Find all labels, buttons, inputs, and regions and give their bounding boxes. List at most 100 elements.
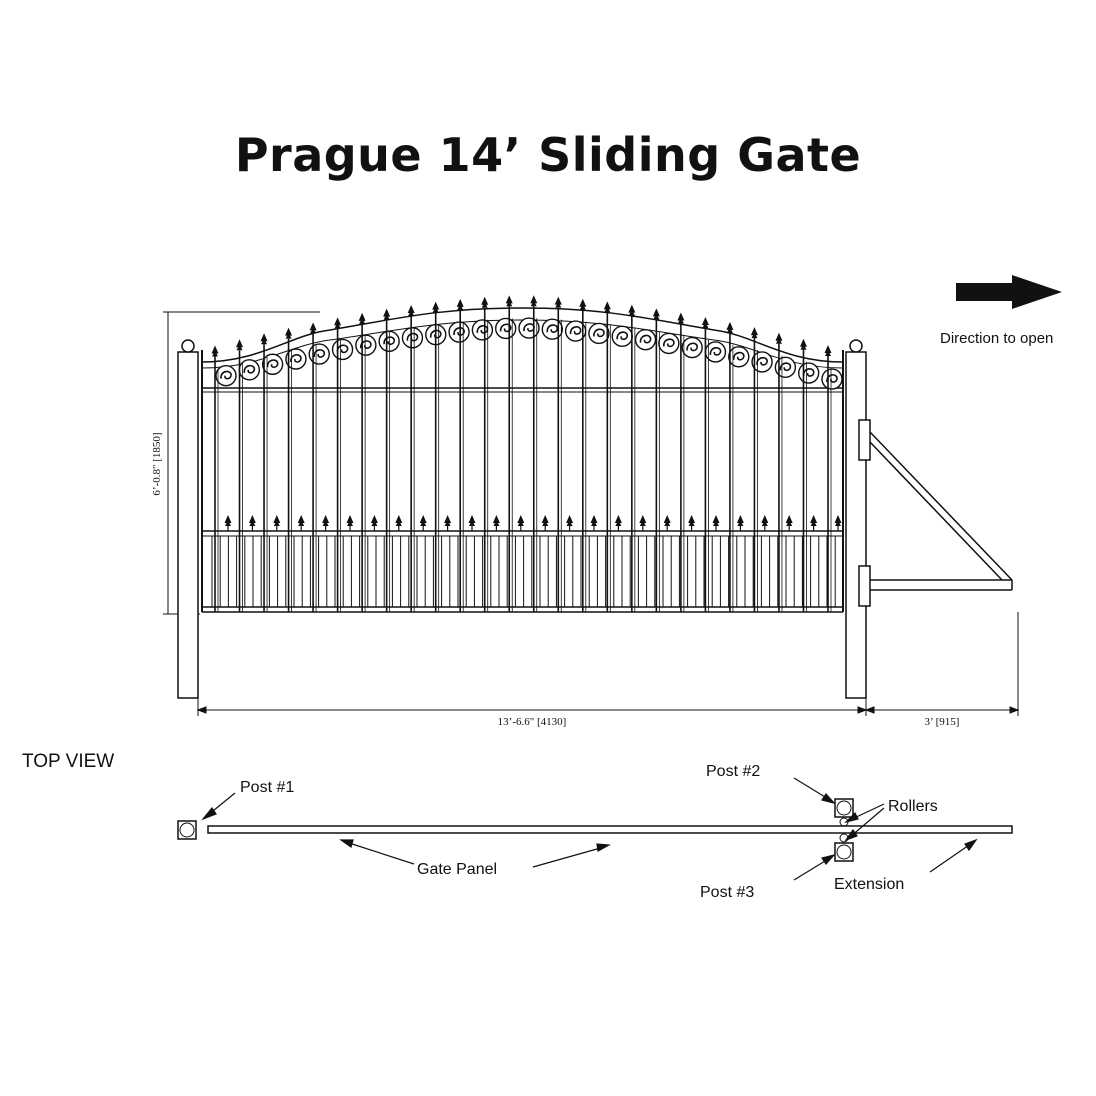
pickets: [211, 295, 832, 612]
short-spear: [639, 515, 647, 526]
scroll-ornament: [331, 338, 354, 361]
short-spear: [297, 515, 305, 526]
short-spear: [395, 515, 403, 526]
short-spear: [761, 515, 769, 526]
scroll-row: [215, 317, 843, 390]
scroll-ornament: [728, 346, 750, 368]
short-spear: [322, 515, 330, 526]
short-spear: [810, 515, 818, 526]
picket-spear: [701, 317, 709, 329]
gate-frame: [201, 307, 844, 613]
picket-spear: [750, 327, 758, 339]
picket-spear: [309, 322, 317, 334]
short-spear: [834, 515, 842, 526]
picket-spear: [334, 317, 342, 329]
post3-square: [834, 842, 854, 862]
short-spear: [541, 515, 549, 526]
picket-spear: [236, 339, 244, 351]
picket-spear: [211, 345, 219, 357]
scroll-ornament: [378, 330, 400, 352]
gate-post-left: [177, 339, 199, 699]
scroll-ornament: [588, 322, 610, 345]
short-spear: [248, 515, 256, 526]
picket-spear: [383, 308, 391, 320]
picket-spear: [677, 312, 685, 324]
picket-spear: [456, 298, 464, 310]
direction-arrow-icon: [956, 275, 1062, 309]
extension-arm: [858, 419, 1013, 607]
short-spear: [736, 515, 744, 526]
callout-arrows: [201, 777, 978, 881]
picket-spear: [407, 304, 415, 316]
short-spear: [468, 515, 476, 526]
short-spear: [370, 515, 378, 526]
gate-post-right: [845, 339, 867, 699]
scroll-ornament: [821, 368, 843, 390]
picket-spear: [285, 327, 293, 339]
picket-spear: [358, 312, 366, 324]
short-spear: [346, 515, 354, 526]
short-spear: [566, 515, 574, 526]
scroll-ornament: [518, 317, 540, 339]
short-spear: [614, 515, 622, 526]
picket-spear: [726, 321, 734, 333]
short-spear: [492, 515, 500, 526]
extension-dim-label: 3’ [915]: [925, 716, 960, 728]
post1-label: Post #1: [240, 779, 294, 796]
scroll-ornament: [611, 325, 633, 348]
short-spear: [785, 515, 793, 526]
short-spear: [273, 515, 281, 526]
picket-spear: [799, 338, 807, 350]
short-spear: [444, 515, 452, 526]
scroll-ornament: [681, 336, 703, 359]
scroll-ornament: [355, 334, 377, 356]
picket-spear: [554, 296, 562, 308]
post1-square: [177, 820, 197, 840]
scroll-ornament: [308, 343, 330, 365]
picket-spear: [530, 295, 538, 307]
gate-panel-label: Gate Panel: [417, 861, 497, 878]
scroll-ornament: [541, 318, 564, 340]
top-view-heading: TOP VIEW: [22, 751, 114, 772]
short-spear: [663, 515, 671, 526]
picket-spear: [824, 345, 832, 357]
height-dim-label: 6’-0.8" [1850]: [151, 432, 163, 495]
scroll-ornament: [658, 332, 680, 355]
scroll-ornament: [471, 319, 494, 341]
picket-spear: [432, 301, 440, 313]
post2-square: [834, 798, 854, 818]
scroll-ornament: [634, 328, 657, 351]
short-spear: [688, 515, 696, 526]
short-spear: [517, 515, 525, 526]
scroll-ornament: [448, 321, 470, 343]
picket-spear: [505, 295, 513, 307]
picket-spear: [652, 308, 660, 320]
post3-label: Post #3: [700, 884, 754, 901]
direction-label: Direction to open: [940, 330, 1053, 347]
width-dimension: [196, 612, 1020, 716]
picket-spear: [481, 296, 489, 308]
picket-spear: [628, 304, 636, 316]
short-pickets: [211, 515, 842, 607]
short-spear: [419, 515, 427, 526]
short-spear: [590, 515, 598, 526]
gate-panel-bar: [207, 825, 1013, 834]
picket-spear: [775, 332, 783, 344]
width-dim-label: 13’-6.6" [4130]: [498, 716, 567, 728]
scroll-ornament: [401, 327, 424, 349]
scroll-ornament: [261, 353, 284, 375]
page-title: Prague 14’ Sliding Gate: [234, 128, 862, 182]
picket-spear: [260, 333, 268, 345]
scroll-ornament: [494, 317, 517, 340]
scroll-ornament: [797, 362, 820, 384]
picket-spear: [603, 301, 611, 313]
scroll-ornament: [285, 348, 307, 370]
top-view-plan: [177, 798, 1013, 862]
rollers-label: Rollers: [888, 798, 938, 815]
picket-spear: [579, 298, 587, 310]
scroll-ornament: [215, 364, 237, 387]
short-spear: [224, 515, 232, 526]
short-spear: [712, 515, 720, 526]
extension-label: Extension: [834, 876, 904, 893]
